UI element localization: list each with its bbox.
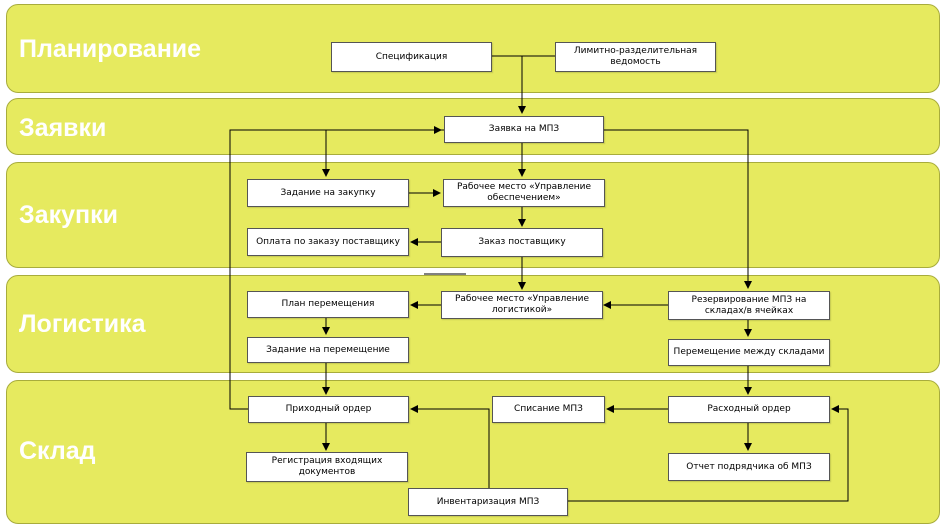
incoming-docs-box[interactable]: Регистрация входящих документов bbox=[246, 452, 408, 482]
expense-order-box[interactable]: Расходный ордер bbox=[668, 396, 830, 423]
movement-plan-box[interactable]: План перемещения bbox=[247, 291, 409, 318]
supplier-payment-box[interactable]: Оплата по заказу поставщику bbox=[247, 228, 409, 256]
lane-planning: Планирование bbox=[6, 4, 940, 93]
lane-label-logistics: Логистика bbox=[19, 310, 146, 338]
lane-label-warehouse: Склад bbox=[19, 437, 96, 465]
supply-workplace-box[interactable]: Рабочее место «Управление обеспечением» bbox=[443, 179, 605, 207]
supplier-order-box[interactable]: Заказ поставщику bbox=[441, 228, 603, 257]
lane-label-purchases: Закупки bbox=[19, 201, 118, 229]
specification-box[interactable]: Спецификация bbox=[331, 42, 492, 72]
reservation-box[interactable]: Резервирование МПЗ на складах/в ячейках bbox=[668, 291, 830, 320]
lane-label-planning: Планирование bbox=[19, 35, 202, 63]
receipt-order-box[interactable]: Приходный ордер bbox=[248, 396, 409, 423]
logistics-workplace-box[interactable]: Рабочее место «Управление логистикой» bbox=[441, 291, 603, 319]
mpz-request-box[interactable]: Заявка на МПЗ bbox=[444, 116, 604, 143]
lane-label-requests: Заявки bbox=[19, 114, 107, 142]
limit-sheet-box[interactable]: Лимитно-разделительная ведомость bbox=[555, 42, 716, 72]
contractor-report-box[interactable]: Отчет подрядчика об МПЗ bbox=[668, 453, 830, 481]
inventory-box[interactable]: Инвентаризация МПЗ bbox=[408, 488, 568, 516]
write-off-box[interactable]: Списание МПЗ bbox=[492, 396, 605, 423]
inter-warehouse-move-box[interactable]: Перемещение между складами bbox=[668, 339, 830, 366]
purchase-task-box[interactable]: Задание на закупку bbox=[247, 179, 409, 207]
movement-task-box[interactable]: Задание на перемещение bbox=[247, 337, 409, 363]
